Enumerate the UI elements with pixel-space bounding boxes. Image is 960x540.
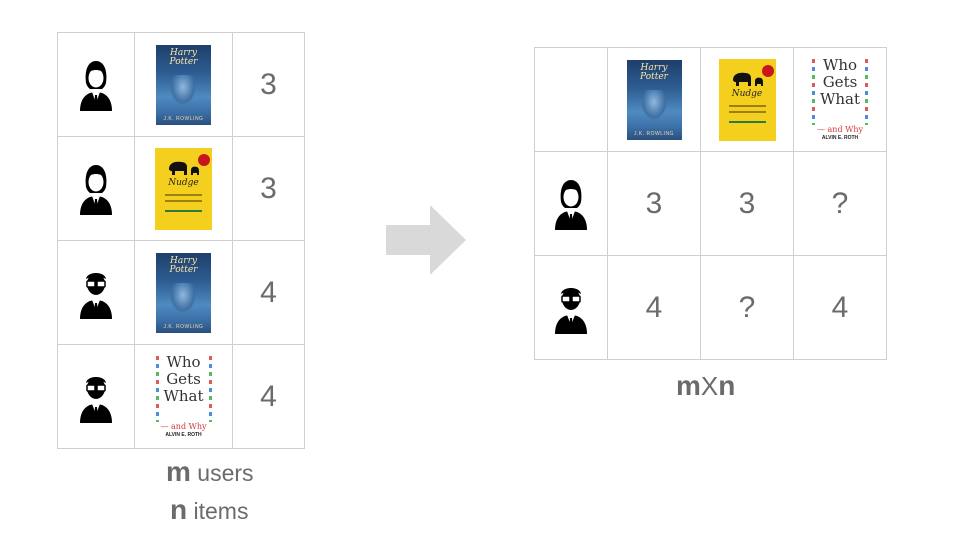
harry-potter-book-cover: Harry Potter J.K. ROWLING xyxy=(156,44,211,125)
item-cell: Who Gets What — and Why ALVIN E. ROTH xyxy=(134,344,233,449)
rating-value: 3 xyxy=(260,171,277,205)
m-symbol: m xyxy=(676,370,701,401)
table-row: Who Gets What — and Why ALVIN E. ROTH 4 xyxy=(57,344,305,449)
book-title-line: Gets xyxy=(822,72,858,91)
table-row: 4 ? 4 xyxy=(534,255,887,360)
m-symbol: m xyxy=(166,456,191,487)
female-user-icon xyxy=(555,179,587,230)
rating-value: 4 xyxy=(831,290,849,324)
book-author: ALVIN E. ROTH xyxy=(165,431,202,438)
book-subtitle: — and Why xyxy=(816,124,864,134)
items-label: items xyxy=(187,498,249,524)
table-header-row: Harry Potter J.K. ROWLING Nudge xyxy=(534,47,887,152)
matrix-dimensions-label: mXn xyxy=(676,370,735,402)
item-cell: Harry Potter J.K. ROWLING xyxy=(134,240,233,345)
item-cell: Nudge xyxy=(134,136,233,241)
rating-cell: 4 xyxy=(793,255,887,360)
rating-cell: 4 xyxy=(232,344,305,449)
female-user-icon xyxy=(80,164,112,215)
nudge-book-cover: Nudge xyxy=(155,147,212,230)
rating-cell: 4 xyxy=(232,240,305,345)
table-row: Harry Potter J.K. ROWLING 3 xyxy=(57,32,305,137)
table-row: 3 3 ? xyxy=(534,151,887,256)
user-cell xyxy=(57,32,135,137)
rating-cell: 3 xyxy=(700,151,794,256)
item-cell: Harry Potter J.K. ROWLING xyxy=(134,32,233,137)
legend-users: m users xyxy=(166,456,254,488)
user-cell xyxy=(57,240,135,345)
user-cell xyxy=(57,136,135,241)
rating-cell: ? xyxy=(700,255,794,360)
item-header-cell: Harry Potter J.K. ROWLING xyxy=(607,47,701,152)
male-user-icon xyxy=(80,272,112,319)
rating-cell: 3 xyxy=(232,136,305,241)
table-row: Harry Potter J.K. ROWLING 4 xyxy=(57,240,305,345)
rating-cell: 3 xyxy=(232,32,305,137)
book-author: ALVIN E. ROTH xyxy=(821,134,859,141)
rating-value: 4 xyxy=(260,275,277,309)
rating-value: 3 xyxy=(645,186,663,220)
book-author: J.K. ROWLING xyxy=(163,115,204,122)
book-title-line: Who xyxy=(166,352,201,371)
book-title: Harry Potter xyxy=(169,255,198,275)
male-user-icon xyxy=(80,376,112,423)
elephant-icon xyxy=(732,72,763,86)
female-user-icon xyxy=(80,60,112,111)
user-cell xyxy=(57,344,135,449)
rating-matrix-table: Harry Potter J.K. ROWLING Nudge xyxy=(534,47,887,360)
rating-value: 4 xyxy=(645,290,663,324)
times-symbol: X xyxy=(700,371,719,401)
rating-value: 3 xyxy=(738,186,756,220)
rating-cell: ? xyxy=(793,151,887,256)
book-title: Nudge xyxy=(168,177,199,188)
user-cell xyxy=(534,151,608,256)
table-row: Nudge 3 xyxy=(57,136,305,241)
harry-potter-book-cover: Harry Potter J.K. ROWLING xyxy=(626,59,682,140)
corner-cell xyxy=(534,47,608,152)
rating-cell: 3 xyxy=(607,151,701,256)
book-title-line: Gets xyxy=(166,369,201,388)
male-user-icon xyxy=(555,287,587,334)
item-header-cell: Who Gets What — and Why ALVIN E. ROTH xyxy=(793,47,887,152)
book-subtitle: — and Why xyxy=(160,421,207,431)
legend-items: n items xyxy=(170,494,248,526)
book-author: J.K. ROWLING xyxy=(163,323,204,330)
who-gets-what-book-cover: Who Gets What — and Why ALVIN E. ROTH xyxy=(810,54,870,145)
harry-potter-book-cover: Harry Potter J.K. ROWLING xyxy=(156,252,211,333)
rating-value: ? xyxy=(738,290,756,324)
n-symbol: n xyxy=(170,494,188,525)
award-sticker-icon xyxy=(761,64,774,77)
rating-value: 3 xyxy=(260,67,277,101)
book-author: J.K. ROWLING xyxy=(634,130,674,137)
book-title-line: What xyxy=(163,386,204,405)
users-label: users xyxy=(190,460,254,486)
rating-value: 4 xyxy=(260,379,277,413)
book-title-line: Who xyxy=(822,55,858,74)
book-title-line: What xyxy=(819,89,861,108)
book-title: Nudge xyxy=(731,88,763,99)
user-cell xyxy=(534,255,608,360)
book-title: Harry Potter xyxy=(169,47,198,67)
award-sticker-icon xyxy=(198,153,210,166)
item-header-cell: Nudge xyxy=(700,47,794,152)
n-symbol: n xyxy=(718,370,736,401)
right-arrow-icon xyxy=(386,205,466,275)
nudge-book-cover: Nudge xyxy=(718,58,776,141)
rating-value: ? xyxy=(831,186,849,220)
ratings-list-table: Harry Potter J.K. ROWLING 3 xyxy=(57,32,305,449)
book-title: Harry Potter xyxy=(640,62,668,82)
who-gets-what-book-cover: Who Gets What — and Why ALVIN E. ROTH xyxy=(153,351,214,442)
rating-cell: 4 xyxy=(607,255,701,360)
elephant-icon xyxy=(169,161,199,175)
